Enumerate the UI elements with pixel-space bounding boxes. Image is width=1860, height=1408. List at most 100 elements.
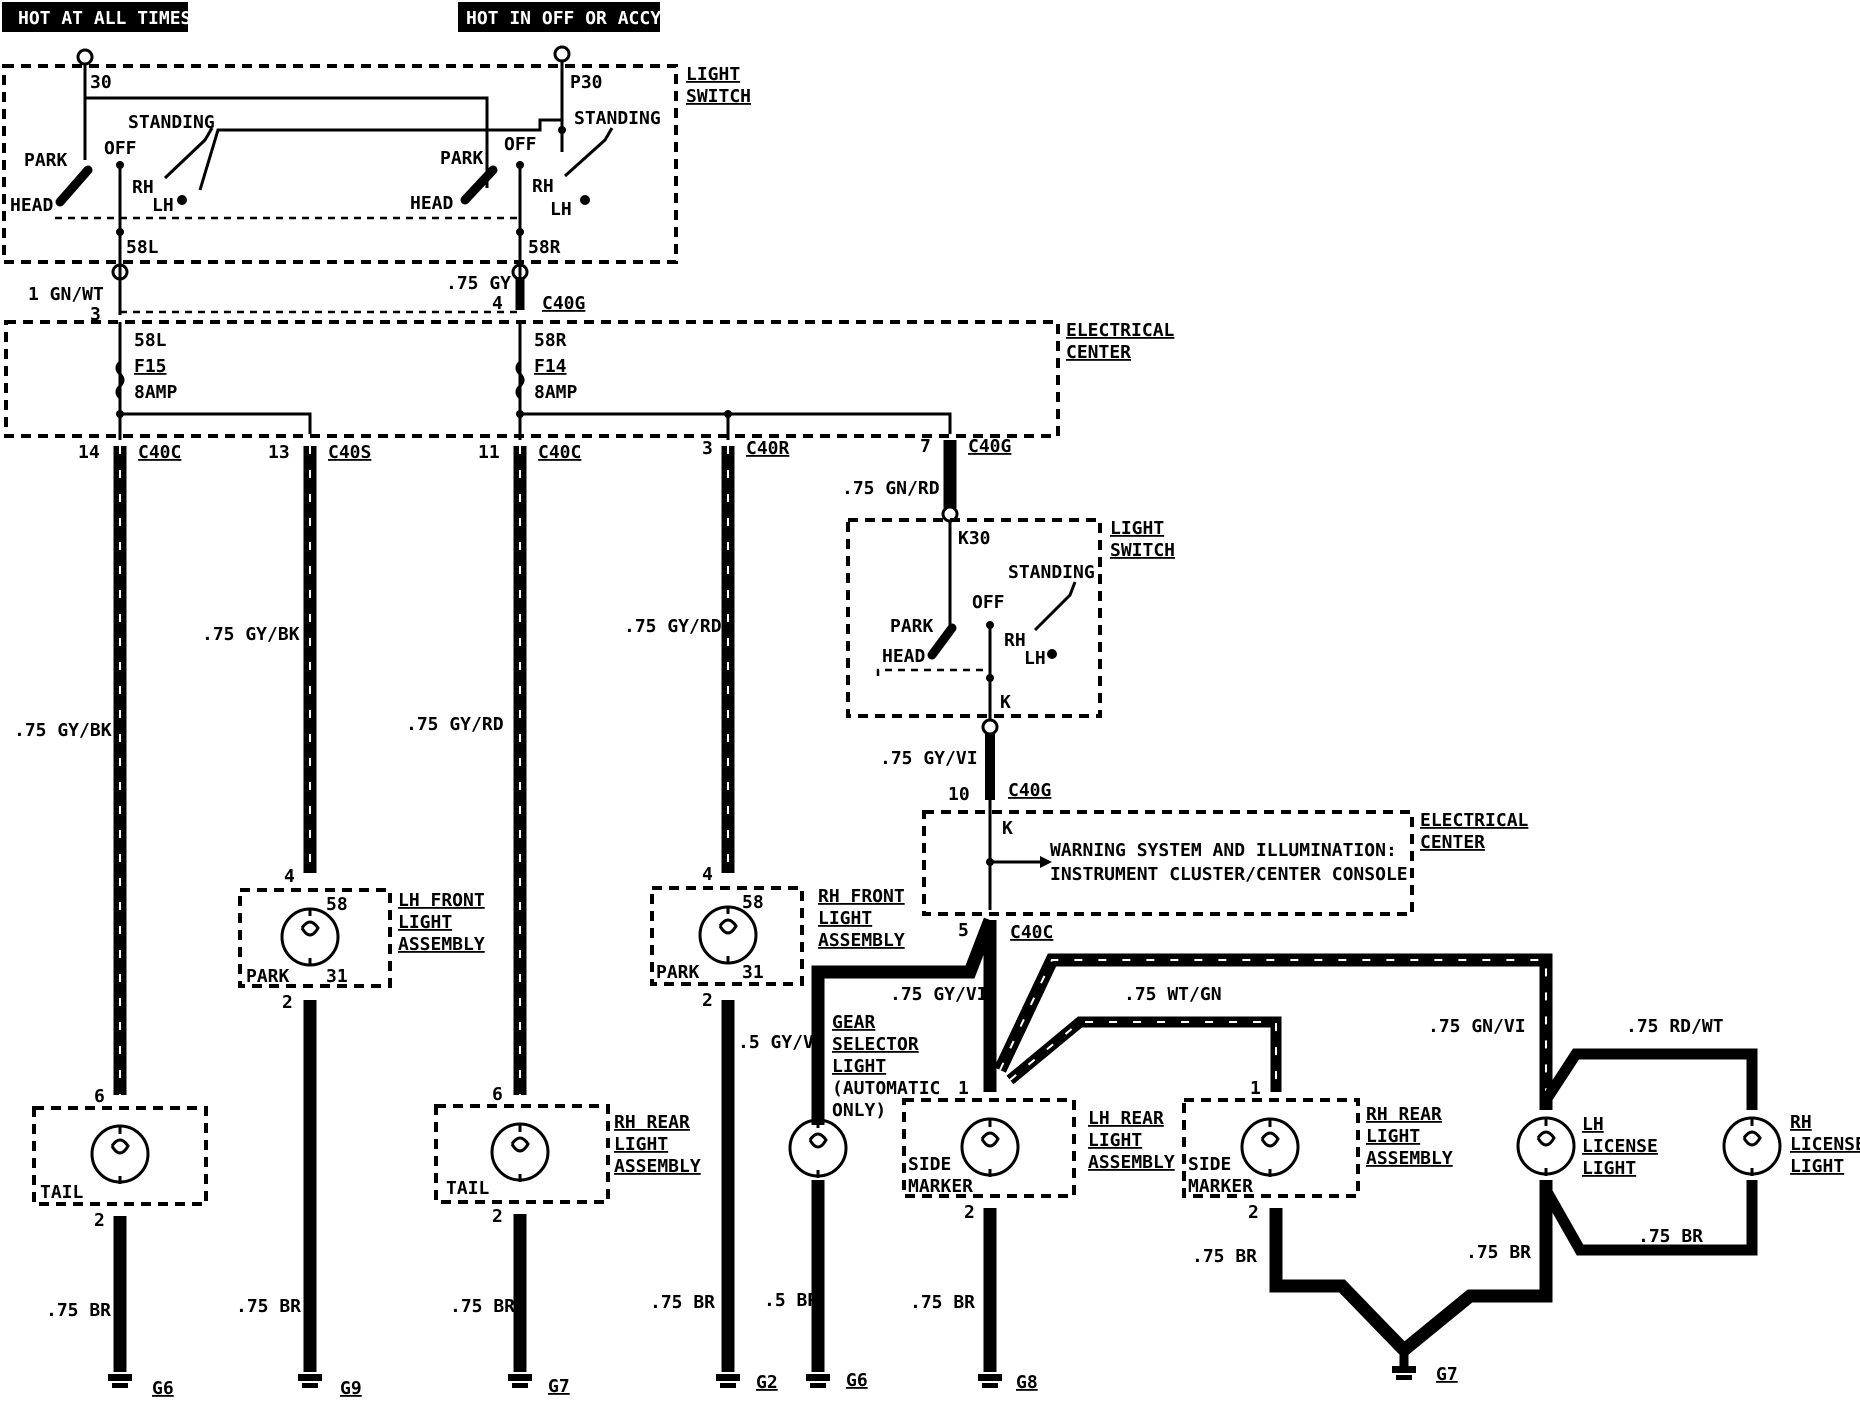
rh-rear1-title-2: LIGHT xyxy=(614,1134,668,1155)
ground-g8: G8 xyxy=(1016,1372,1038,1393)
rh-license-title-3: LIGHT xyxy=(1790,1156,1844,1177)
standing-label-left: STANDING xyxy=(128,112,215,133)
fuse-f14-rating: 8AMP xyxy=(534,382,578,403)
rh-rear-light-assembly-side: 1 SIDE MARKER 2 RH REAR LIGHT ASSEMBLY xyxy=(1182,1078,1453,1223)
lh-front-pin-4: 4 xyxy=(284,866,295,887)
wire-label-gy-vi-2: .75 GY/VI xyxy=(890,984,988,1005)
rh-rear2-marker: MARKER xyxy=(1188,1176,1253,1197)
gear-selector-light: GEAR SELECTOR LIGHT (AUTOMATIC ONLY) xyxy=(788,1012,940,1178)
output-pin-7: 7 xyxy=(920,436,931,457)
wire-label-rd-wt: .75 RD/WT xyxy=(1626,1016,1724,1037)
output-conn-c40g: C40G xyxy=(968,436,1011,457)
rh-license-title-2: LICENSE xyxy=(1790,1134,1860,1155)
lh-license-title-1: LH xyxy=(1582,1114,1604,1135)
rh-front-title-2: LIGHT xyxy=(818,908,872,929)
electrical-center-2-title-1: ELECTRICAL xyxy=(1420,810,1529,831)
rh-rear1-title-1: RH REAR xyxy=(614,1112,690,1133)
lh-rear-title-3: ASSEMBLY xyxy=(1088,1152,1175,1173)
lh-tail-pin-2: 2 xyxy=(94,1210,105,1231)
rh-label-2: RH xyxy=(1004,630,1026,651)
terminal-k30: K30 xyxy=(958,528,991,549)
terminal-58r: 58R xyxy=(528,237,561,258)
rh-front-pin-2: 2 xyxy=(702,990,713,1011)
ground-wire-br-3: .75 BR xyxy=(450,1296,515,1317)
rh-rear1-tail: TAIL xyxy=(446,1178,490,1199)
lh-front-title-1: LH FRONT xyxy=(398,890,485,911)
terminal-p30: P30 xyxy=(570,72,603,93)
output-conn-c40c-1: C40C xyxy=(138,442,181,463)
rh-label-left: RH xyxy=(132,177,154,198)
lh-rear-pin-2: 2 xyxy=(964,1202,975,1223)
ground-wire-br-4: .75 BR xyxy=(650,1292,715,1313)
rh-front-31: 31 xyxy=(742,962,764,983)
wire-label-gy-rd-1: .75 GY/RD xyxy=(406,714,504,735)
lh-license-title-3: LIGHT xyxy=(1582,1158,1636,1179)
pin-3: 3 xyxy=(90,304,101,325)
lh-front-58: 58 xyxy=(326,894,348,915)
lh-license-title-2: LICENSE xyxy=(1582,1136,1658,1157)
rh-rear1-pin-6: 6 xyxy=(492,1084,503,1105)
ground-g9: G9 xyxy=(340,1378,362,1399)
pin-4: 4 xyxy=(492,293,503,314)
gear-title-5: ONLY) xyxy=(832,1100,886,1121)
ground-wire-br-2: .75 BR xyxy=(236,1296,301,1317)
light-switch-top: 30 P30 STANDING STANDING PARK PARK OFF O… xyxy=(2,45,751,305)
ground-wires xyxy=(1269,1180,1758,1366)
ground-g6-2: G6 xyxy=(846,1370,868,1391)
pin-10: 10 xyxy=(948,784,970,805)
wire-label-5-gy-vi: .5 GY/VI xyxy=(738,1032,825,1053)
wire-label-gn-vi: .75 GN/VI xyxy=(1428,1016,1526,1037)
gear-title-3: LIGHT xyxy=(832,1056,886,1077)
ground-wire-br-9: .75 BR xyxy=(1638,1226,1703,1247)
wire-75-gy: .75 GY xyxy=(446,273,511,294)
gear-title-4: (AUTOMATIC xyxy=(832,1078,940,1099)
lh-label-left: LH xyxy=(152,195,174,216)
main-wires xyxy=(113,440,995,1095)
ground-symbols xyxy=(108,1366,1416,1388)
output-pin-13: 13 xyxy=(268,442,290,463)
rh-front-park: PARK xyxy=(656,962,700,983)
ec2-note-line-2: INSTRUMENT CLUSTER/CENTER CONSOLE xyxy=(1050,864,1408,885)
standing-label-2: STANDING xyxy=(1008,562,1095,583)
light-switch-title-1: LIGHT xyxy=(686,64,740,85)
ground-g6-1: G6 xyxy=(152,1378,174,1399)
park-label-right: PARK xyxy=(440,148,484,169)
rh-license-light: RH LICENSE LIGHT xyxy=(1722,1112,1860,1177)
gear-title-1: GEAR xyxy=(832,1012,876,1033)
output-pin-3: 3 xyxy=(702,438,713,459)
rear-wires xyxy=(811,917,1758,1125)
electrical-center-2-title-2: CENTER xyxy=(1420,832,1485,853)
hot-in-off-label: HOT IN OFF OR ACCY. xyxy=(466,8,672,29)
lh-tail-label: TAIL xyxy=(40,1182,84,1203)
park-label-2: PARK xyxy=(890,616,934,637)
ground-wire-br-5: .5 BR xyxy=(764,1290,818,1311)
electrical-center-bottom: K WARNING SYSTEM AND ILLUMINATION: INSTR… xyxy=(922,810,1529,943)
lh-front-title-3: ASSEMBLY xyxy=(398,934,485,955)
hot-in-off-badge xyxy=(458,2,660,32)
light-switch-2-title-1: LIGHT xyxy=(1110,518,1164,539)
head-label-2: HEAD xyxy=(882,646,926,667)
lh-license-light: LH LICENSE LIGHT xyxy=(1516,1114,1658,1179)
head-label-left: HEAD xyxy=(10,195,54,216)
lh-rear-side: SIDE xyxy=(908,1154,951,1175)
off-label-right: OFF xyxy=(504,134,537,155)
electrical-center-title-1: ELECTRICAL xyxy=(1066,320,1175,341)
rh-rear1-pin-2: 2 xyxy=(492,1206,503,1227)
output-pin-11: 11 xyxy=(478,442,500,463)
lh-rear-light-assembly: 1 SIDE MARKER 2 LH REAR LIGHT ASSEMBLY xyxy=(902,1078,1175,1223)
ground-wire-br-1: .75 BR xyxy=(46,1300,111,1321)
rh-front-light-assembly: 4 58 PARK 31 2 RH FRONT LIGHT ASSEMBLY xyxy=(650,864,905,1011)
lh-label-right: LH xyxy=(550,199,572,220)
connector-c40g-top: C40G xyxy=(542,293,585,314)
lh-front-title-2: LIGHT xyxy=(398,912,452,933)
electrical-center-top: 58L F15 8AMP 58R F14 8AMP ELECTRICAL CEN… xyxy=(4,320,1175,440)
fuse-f15-rating: 8AMP xyxy=(134,382,178,403)
gear-title-2: SELECTOR xyxy=(832,1034,919,1055)
lh-rear-title-2: LIGHT xyxy=(1088,1130,1142,1151)
lh-front-31: 31 xyxy=(326,966,348,987)
off-label-left: OFF xyxy=(104,138,137,159)
light-switch-2-title-2: SWITCH xyxy=(1110,540,1175,561)
lh-front-park: PARK xyxy=(246,966,290,987)
standing-label-right: STANDING xyxy=(574,108,661,129)
